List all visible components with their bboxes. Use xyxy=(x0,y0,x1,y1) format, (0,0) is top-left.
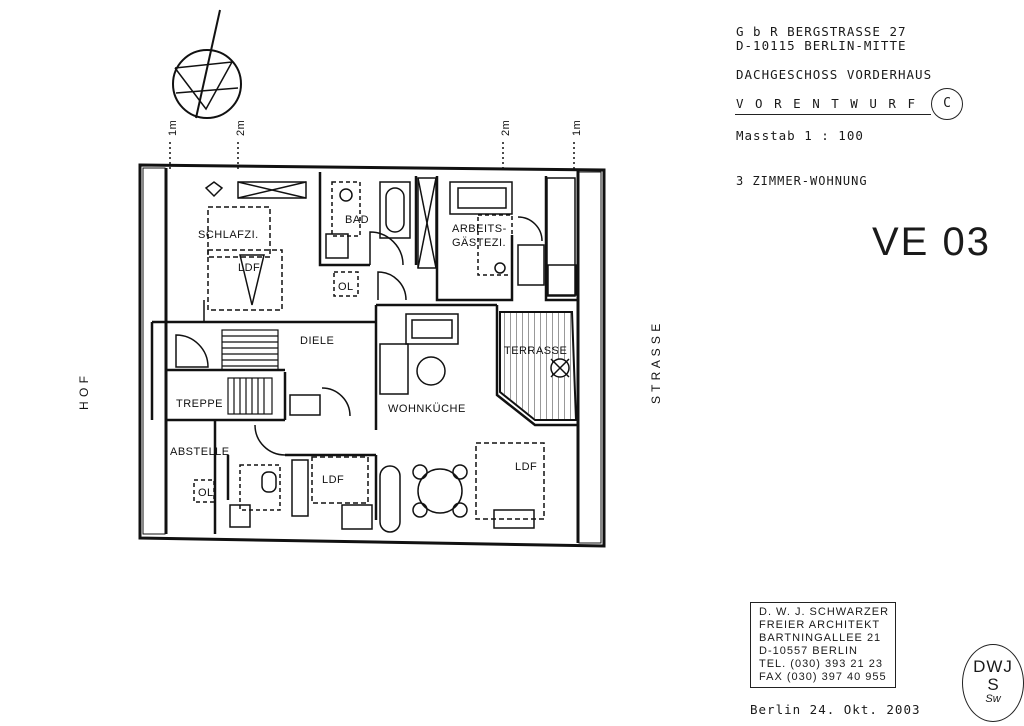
revision-badge: C xyxy=(931,88,963,120)
label-treppe: TREPPE xyxy=(176,398,223,410)
date-line: Berlin 24. Okt. 2003 xyxy=(750,702,921,717)
label-ldf-dining: LDF xyxy=(515,461,537,473)
interior-walls xyxy=(150,172,578,534)
unit-type: 3 ZIMMER-WOHNUNG xyxy=(736,174,868,188)
label-ldf-kitchen: LDF xyxy=(322,474,344,486)
label-ol-bottom: OL xyxy=(198,487,214,499)
seal-bottom: Sw xyxy=(985,693,1001,705)
stamp-line-1: D. W. J. SCHWARZER xyxy=(759,606,890,618)
stamp-line-2: FREIER ARCHITEKT xyxy=(759,619,881,631)
label-bad: BAD xyxy=(345,214,369,226)
label-gaestezimmer: GÄSTEZI. xyxy=(452,237,506,249)
stamp-line-3: BARTNINGALLEE 21 xyxy=(759,632,882,644)
drawing-number: VE 03 xyxy=(872,220,991,264)
label-schlafzimmer: SCHLAFZI. xyxy=(198,229,259,241)
label-terrasse: TERRASSE xyxy=(504,345,567,357)
stage-title: V O R E N T W U R F xyxy=(736,96,917,111)
label-hof: H O F xyxy=(77,376,91,411)
label-arbeits: ARBEITS- xyxy=(452,223,507,235)
architect-seal: DWJ S Sw xyxy=(962,644,1024,722)
stage-underline xyxy=(735,114,931,115)
label-abstelle: ABSTELLE xyxy=(170,446,230,458)
label-wohnkueche: WOHNKÜCHE xyxy=(388,403,466,415)
stamp-line-6: FAX (030) 397 40 955 xyxy=(759,671,887,683)
client-line-1: G b R BERGSTRASSE 27 xyxy=(736,24,907,39)
label-strasse: S T R A S S E xyxy=(649,323,663,404)
staircase xyxy=(221,329,279,415)
outer-walls xyxy=(138,163,606,548)
label-ldf-schlafzimmer: LDF xyxy=(238,262,260,274)
floor-title: DACHGESCHOSS VORDERHAUS xyxy=(736,67,933,82)
label-diele: DIELE xyxy=(300,335,334,347)
architect-stamp: D. W. J. SCHWARZER FREIER ARCHITEKT BART… xyxy=(750,602,897,688)
north-arrow-icon xyxy=(172,9,242,119)
label-ol-top: OL xyxy=(338,281,354,293)
dim-right-1m: 1m xyxy=(571,120,583,136)
stamp-line-4: D-10557 BERLIN xyxy=(759,645,858,657)
terrace-plant-icon xyxy=(550,358,570,378)
terrace-deck xyxy=(499,311,578,421)
dim-right-2m: 2m xyxy=(500,120,512,136)
seal-top: DWJ xyxy=(973,657,1013,676)
dim-left-1m: 1m xyxy=(167,120,179,136)
dim-left-2m: 2m xyxy=(235,120,247,136)
seal-middle: S xyxy=(987,675,999,694)
doors xyxy=(175,216,543,456)
stamp-line-5: TEL. (030) 393 21 23 xyxy=(759,658,883,670)
furniture xyxy=(193,181,545,533)
client-line-2: D-10115 BERLIN-MITTE xyxy=(736,38,907,53)
windows xyxy=(237,177,577,297)
scale-text: Masstab 1 : 100 xyxy=(736,128,864,143)
